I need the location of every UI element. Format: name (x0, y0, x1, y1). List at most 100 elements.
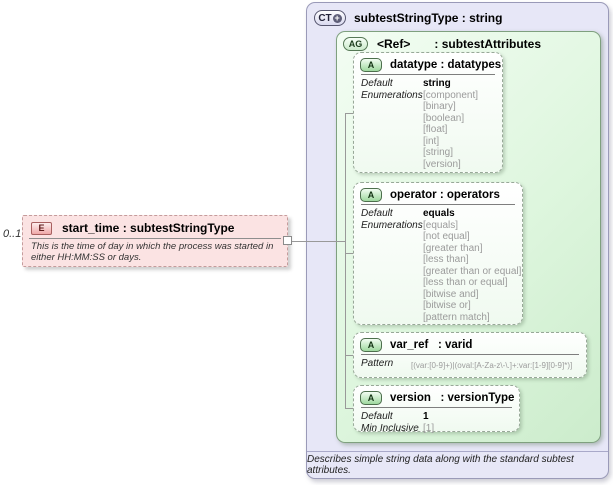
attribute-group-icon: AG (343, 37, 368, 51)
facet-label (361, 277, 423, 289)
facet-row: Default equals (361, 208, 515, 220)
element-icon: E (31, 221, 52, 235)
facet-value: [less than] (423, 254, 469, 265)
attribute-box-operator[interactable]: A operator : operators Default equals Enu… (353, 182, 523, 325)
attribute-box-datatype[interactable]: A datatype : datatypes Default string Enu… (353, 52, 503, 173)
facet-rows: Default 1 Min Inclusive [1] (354, 408, 519, 436)
facet-row: [pattern match] (361, 312, 515, 324)
facet-value: [bitwise or] (423, 300, 471, 311)
facet-row: [less than or equal] (361, 277, 515, 289)
facet-value: 1 (423, 411, 429, 422)
facet-value: [(var:[0-9]+)|(oval:[A-Za-z\-\.]+:var:[1… (411, 361, 573, 370)
facet-value: [pattern match] (423, 311, 490, 323)
facet-value: [boolean] (423, 112, 465, 124)
expand-plus-icon[interactable]: + (332, 12, 342, 23)
facet-value: [version] (423, 158, 461, 170)
facet-value: [not equal] (423, 231, 470, 242)
facet-value: [binary] (423, 101, 456, 112)
facet-row: Enumerations[component] (361, 90, 495, 102)
facet-value: [bitwise and] (423, 288, 479, 300)
facet-label: Default (361, 411, 393, 422)
facet-label (361, 243, 423, 255)
facet-label (361, 231, 423, 243)
facet-row: [string] (361, 147, 495, 159)
facet-row: [float] (361, 124, 495, 136)
connector-handle[interactable] (283, 236, 292, 245)
facet-row: [int] (361, 136, 495, 148)
facet-row: Default string (361, 78, 495, 90)
facet-row: [bitwise or] (361, 300, 515, 312)
facet-row: [bitwise and] (361, 289, 515, 301)
facet-row: [less than] (361, 254, 515, 266)
complex-type-title: subtestStringType : string (354, 11, 503, 25)
facet-value: [greater than] (423, 242, 483, 254)
facet-row: [greater than] (361, 243, 515, 255)
facet-row: Min Inclusive [1] (361, 423, 512, 435)
facet-value: [equals] (423, 219, 459, 231)
element-title: start_time : subtestStringType (62, 221, 235, 235)
attribute-icon: A (360, 390, 382, 405)
facet-label: Default (361, 78, 393, 89)
facet-label (361, 147, 423, 159)
cardinality-label: 0..1 (3, 228, 22, 240)
facet-label (361, 312, 423, 324)
facet-label (361, 113, 423, 125)
facet-rows: Default string Enumerations[component] [b… (354, 75, 502, 172)
attribute-box-var-ref[interactable]: A var_ref : varid Pattern [(var:[0-9]+)|(… (353, 332, 587, 378)
attribute-header: A version : versionType (354, 386, 519, 407)
facet-label (361, 124, 423, 136)
facet-label (361, 101, 423, 113)
facet-value: [greater than or equal] (423, 265, 522, 277)
complex-type-icon[interactable]: CT + (314, 10, 346, 26)
element-separator (29, 238, 281, 239)
element-header: E start_time : subtestStringType (23, 216, 287, 238)
facet-label (361, 136, 423, 148)
complex-type-header: CT + subtestStringType : string (307, 3, 608, 31)
facet-label (361, 289, 423, 301)
element-box-start-time[interactable]: E start_time : subtestStringType This is… (22, 215, 288, 267)
attribute-separator (361, 407, 512, 408)
attribute-title: version : versionType (390, 391, 515, 404)
facet-row: Default 1 (361, 411, 512, 423)
attribute-group-header: AG <Ref> : subtestAttributes (337, 32, 600, 55)
attribute-separator (361, 74, 495, 75)
attribute-header: A datatype : datatypes (354, 53, 502, 74)
facet-value: [int] (423, 135, 440, 147)
attribute-header: A operator : operators (354, 183, 522, 204)
complex-type-description: Describes simple string data along with … (307, 451, 608, 478)
facet-row: [binary] (361, 101, 495, 113)
facet-value: string (423, 78, 451, 89)
attribute-title: datatype : datatypes (390, 58, 502, 71)
attribute-title: operator : operators (390, 188, 500, 201)
attribute-header: A var_ref : varid (354, 333, 586, 354)
attribute-box-version[interactable]: A version : versionType Default 1 Min Inc… (353, 385, 520, 434)
attribute-icon: A (360, 337, 382, 352)
facet-value: [less than or equal] (423, 277, 508, 288)
attribute-icon: A (360, 57, 382, 72)
facet-row: Enumerations[equals] (361, 220, 515, 232)
facet-label: Enumerations (361, 219, 423, 231)
facet-value: equals (423, 208, 455, 219)
attribute-separator (361, 354, 579, 355)
facet-label: Min Inclusive (361, 422, 419, 434)
facet-label: Default (361, 208, 393, 219)
facet-value: [float] (423, 124, 448, 135)
ct-badge-label: CT (318, 12, 332, 24)
facet-value: [1] (423, 422, 435, 434)
facet-label: Pattern (361, 358, 394, 369)
facet-rows: Pattern [(var:[0-9]+)|(oval:[A-Za-z\-\.]+… (354, 355, 586, 374)
facet-label (361, 300, 423, 312)
attribute-icon: A (360, 187, 382, 202)
facet-label: Enumerations (361, 89, 423, 101)
attribute-group-ref: <Ref> (377, 37, 411, 51)
attribute-title: var_ref : varid (390, 338, 473, 351)
facet-row: [greater than or equal] (361, 266, 521, 278)
facet-row: [version] (361, 159, 495, 171)
facet-label (361, 254, 423, 266)
element-documentation: This is the time of day in which the pro… (31, 241, 274, 263)
facet-value: [string] (423, 147, 454, 158)
facet-row: Pattern [(var:[0-9]+)|(oval:[A-Za-z\-\.]+… (361, 358, 579, 372)
facet-row: [not equal] (361, 231, 515, 243)
facet-label (361, 159, 423, 171)
attribute-group-type: : subtestAttributes (434, 37, 542, 51)
